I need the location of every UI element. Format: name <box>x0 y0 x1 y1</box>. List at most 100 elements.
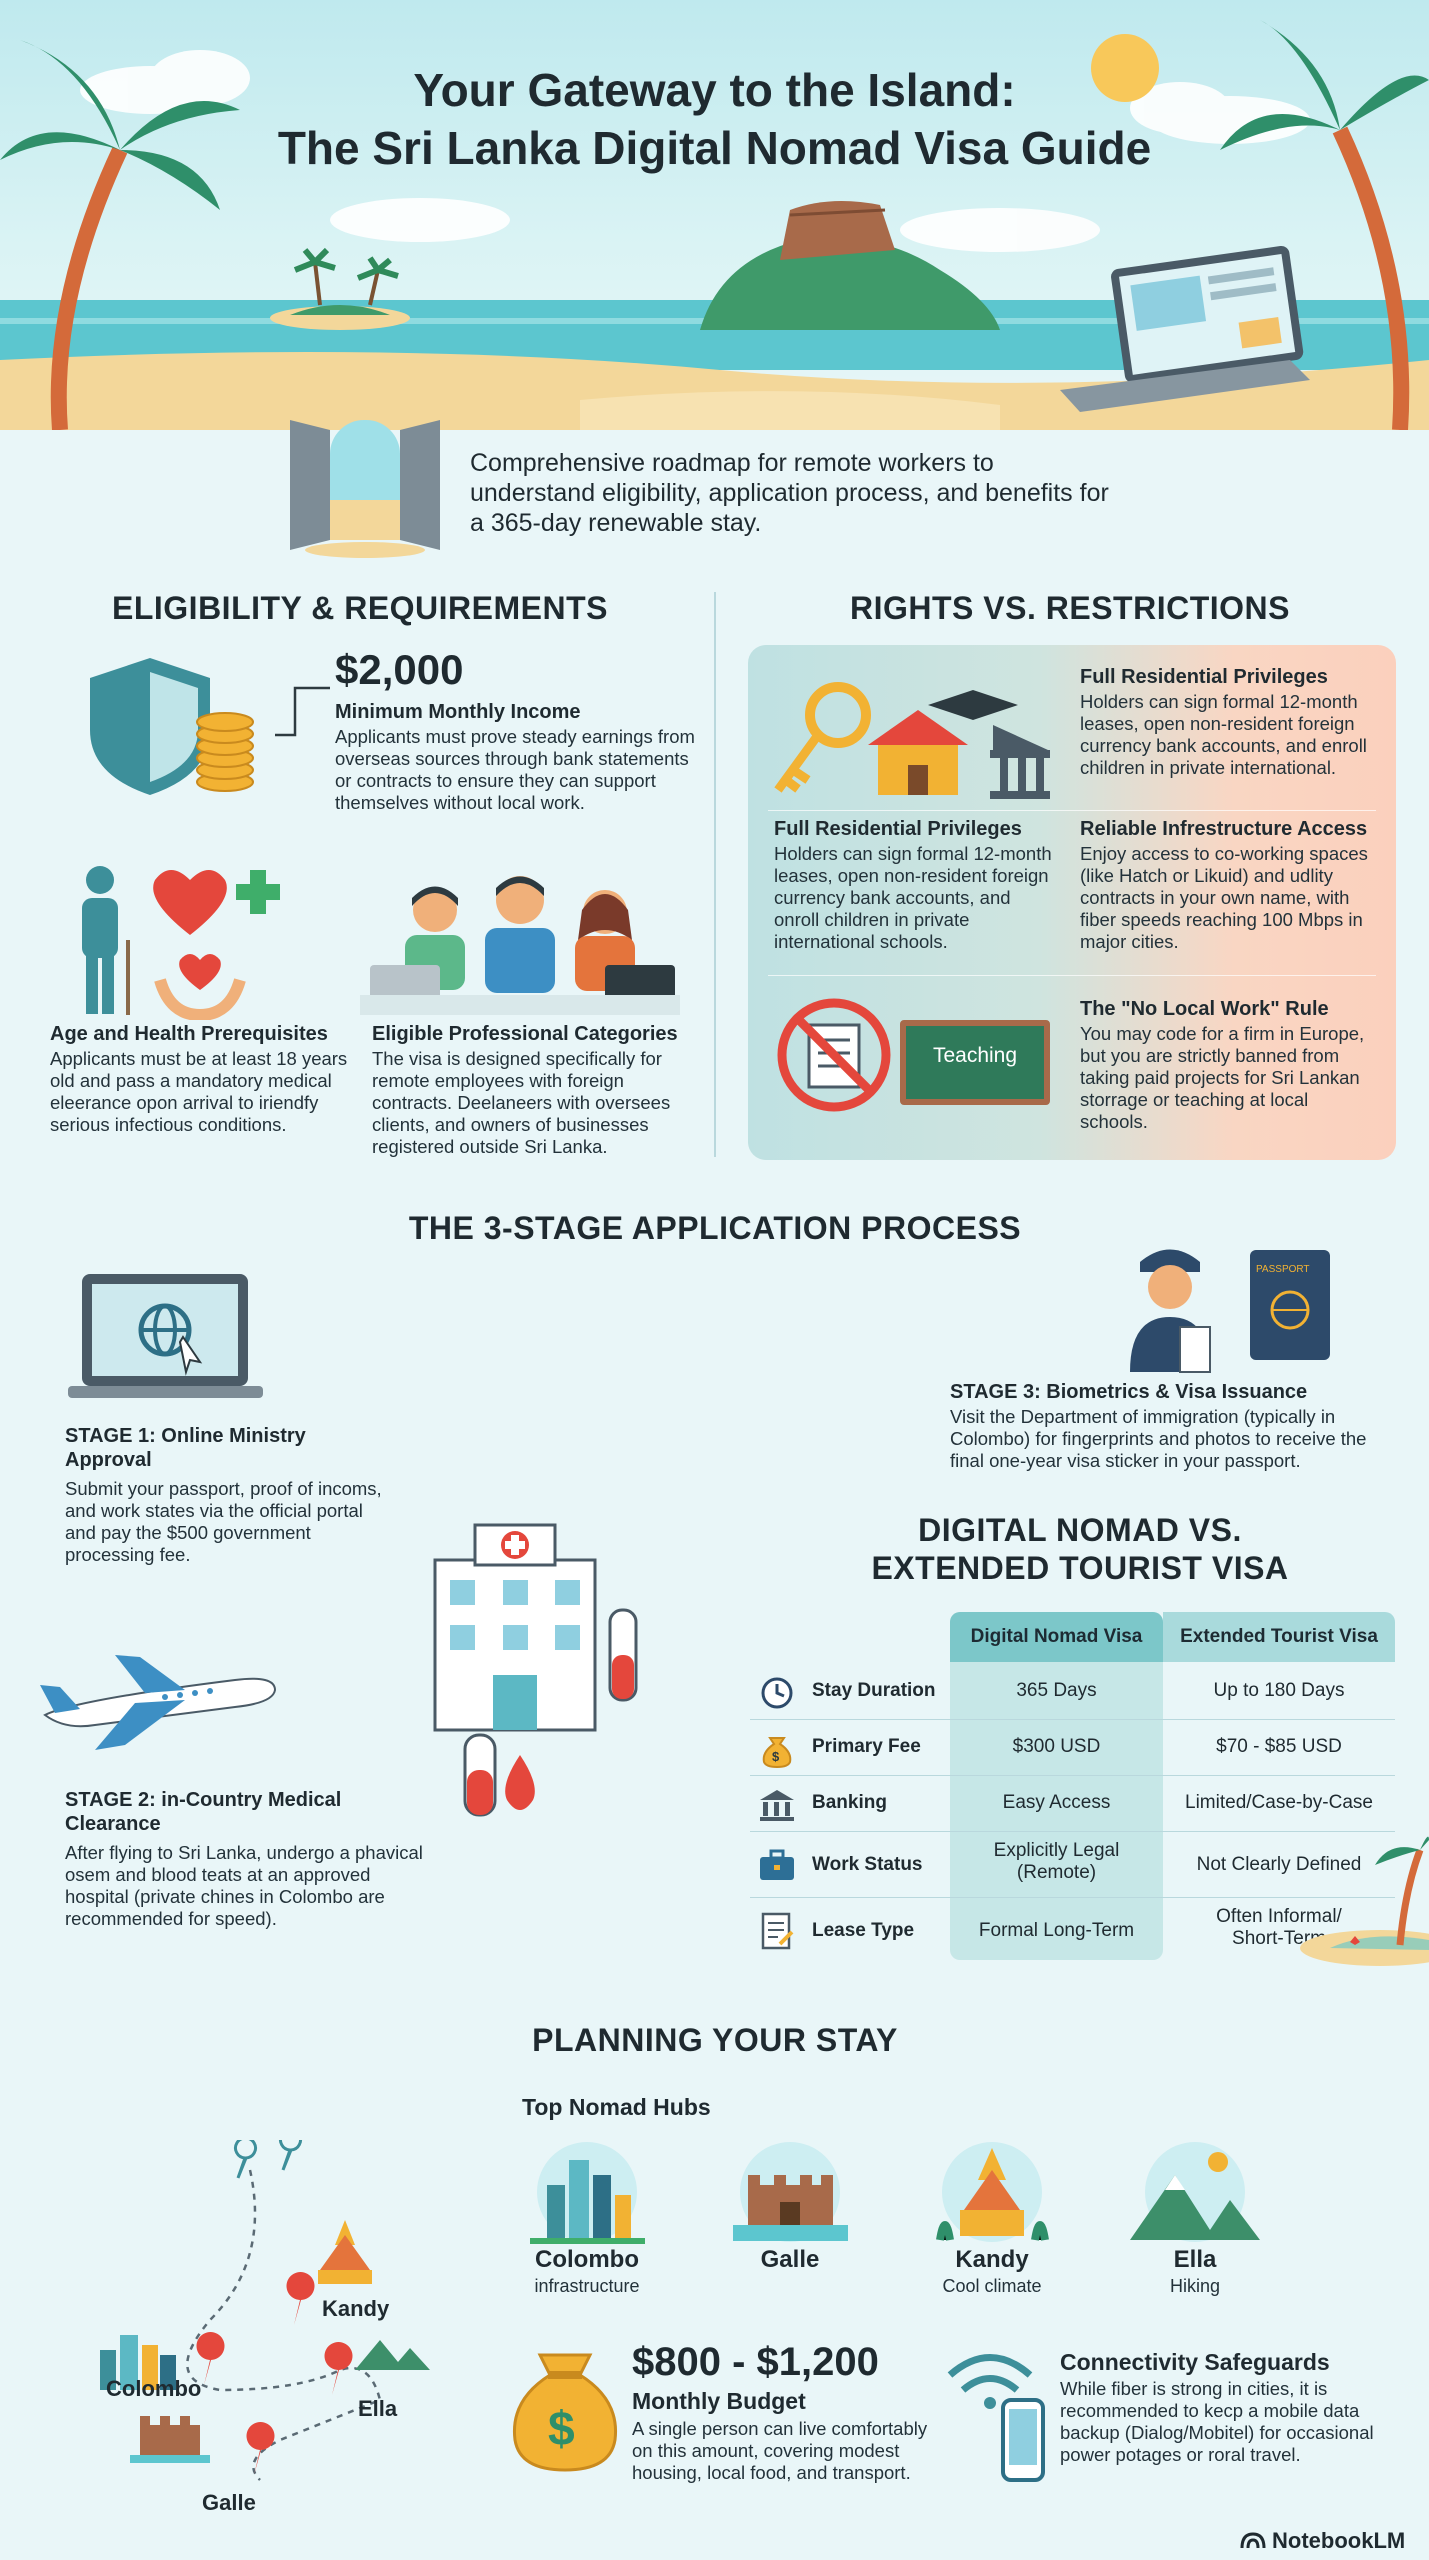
rights-box2-text: Holders can sign formal 12-month leases,… <box>774 843 1052 952</box>
intro-text: Comprehensive roadmap for remote workers… <box>470 449 1109 537</box>
income-text: Applicants must prove steady earnings fr… <box>335 726 695 813</box>
stage3-title: STAGE 3: Biometrics & Visa Issuance <box>950 1381 1308 1403</box>
comparison-title-line-1: DIGITAL NOMAD VS. <box>918 1512 1242 1548</box>
hero-banner <box>0 0 1429 430</box>
row-et-value: Up to 180 Days <box>1213 1680 1345 1701</box>
rights-box4-text: You may code for a firm in Europe, but y… <box>1080 1023 1365 1132</box>
section-divider <box>714 592 716 1157</box>
digital-nomad-column-bg <box>950 1612 1163 1960</box>
row-label: Work Status <box>812 1854 923 1875</box>
svg-text:$: $ <box>548 2403 575 2456</box>
budget-amount: $800 - $1,200 <box>632 2340 879 2384</box>
airplane-icon <box>40 1655 277 1750</box>
colombo-skyline-icon <box>530 2142 645 2244</box>
prof-text: The visa is designed specifically for re… <box>372 1048 671 1157</box>
hub-kandy-name: Kandy <box>955 2246 1029 2273</box>
wifi-phone-icon <box>947 2354 1045 2482</box>
hub-colombo-sub: infrastructure <box>534 2276 640 2296</box>
hub-kandy-sub: Cool climate <box>942 2276 1042 2296</box>
brand-name: NotebookLM <box>1272 2528 1406 2553</box>
galle-fort-icon <box>733 2142 848 2242</box>
comparison-col-extended-tourist: Extended Tourist Visa <box>1180 1626 1378 1647</box>
teaching-board-icon: Teaching <box>900 1020 1050 1105</box>
income-amount: $2,000 <box>335 646 464 693</box>
row-et-value: $70 - $85 USD <box>1216 1736 1342 1757</box>
notebooklm-logo-icon <box>1240 2532 1266 2549</box>
age-text: Applicants must be at least 18 years old… <box>50 1048 348 1135</box>
stage3-text: Visit the Department of immigration (typ… <box>950 1406 1367 1471</box>
rights-box1-text: Holders can sign formal 12-month leases,… <box>1080 691 1367 778</box>
laptop-globe-icon <box>68 1274 263 1398</box>
map-label-kandy: Kandy <box>322 2296 390 2321</box>
route-map <box>100 2140 430 2481</box>
svg-text:$: $ <box>772 1749 780 1764</box>
dn-header-bg <box>950 1612 1163 1662</box>
map-label-galle: Galle <box>202 2490 256 2515</box>
row-dn-value: Easy Access <box>1002 1792 1111 1813</box>
money-bag-icon: $ <box>512 2353 618 2472</box>
table-row: Work Status Explicitly Legal (Remote) No… <box>750 1832 1395 1898</box>
clock-icon <box>761 1677 793 1709</box>
hospital-icon <box>433 1523 638 1817</box>
ella-mountains-icon <box>1130 2142 1260 2242</box>
lease-document-icon <box>761 1912 794 1950</box>
connectivity-title: Connectivity Safeguards <box>1060 2349 1330 2375</box>
planning-title: PLANNING YOUR STAY <box>532 2022 898 2058</box>
kandy-temple-icon <box>936 2142 1049 2242</box>
money-bag-icon: $ <box>762 1737 792 1768</box>
row-label: Lease Type <box>812 1920 915 1941</box>
process-title: THE 3-STAGE APPLICATION PROCESS <box>408 1210 1022 1246</box>
officer-passport-icon: PASSPORT <box>1130 1249 1330 1373</box>
briefcase-icon <box>760 1849 794 1880</box>
teaching-board-label: Teaching <box>932 1044 1018 1067</box>
row-dn-value: Explicitly Legal (Remote) <box>993 1840 1120 1883</box>
beach-illustration <box>0 20 1429 430</box>
map-label-colombo: Colombo <box>106 2376 202 2401</box>
bank-icon <box>760 1790 794 1821</box>
budget-text: A single person can live comfortably on … <box>632 2418 928 2483</box>
page-title-line-1: Your Gateway to the Island: <box>413 64 1016 116</box>
row-et-value: Limited/Case-by-Case <box>1185 1792 1373 1813</box>
table-row: Banking Easy Access Limited/Case-by-Case <box>750 1776 1395 1832</box>
hub-galle-name: Galle <box>760 2246 820 2273</box>
professionals-icon <box>360 876 680 1015</box>
key-school-icon <box>774 682 1050 799</box>
open-door-icon <box>290 420 440 558</box>
rights-title: RIGHTS VS. RESTRICTIONS <box>850 590 1290 626</box>
rights-box3-title: Reliable Infrestructure Access <box>1080 818 1368 840</box>
sun-icon <box>1091 34 1159 102</box>
connectivity-text: While fiber is strong in cities, it is r… <box>1060 2378 1374 2465</box>
rights-panel: Full Residential Privileges Holders can … <box>748 645 1396 1160</box>
row-dn-value: 365 Days <box>1016 1680 1097 1701</box>
passport-label: PASSPORT <box>1256 1264 1310 1275</box>
table-row: Stay Duration 365 Days Up to 180 Days <box>750 1664 1395 1720</box>
stage2-title: STAGE 2: in-Country Medical Clearance <box>65 1789 342 1835</box>
row-label: Stay Duration <box>812 1680 936 1701</box>
stage1-text: Submit your passport, proof of incoms, a… <box>65 1478 382 1565</box>
notebooklm-brand: NotebookLM <box>1240 2528 1405 2554</box>
stage1-title: STAGE 1: Online Ministry Approval <box>65 1425 306 1471</box>
stage2-text: After flying to Sri Lanka, undergo a pha… <box>65 1842 423 1929</box>
hubs-title: Top Nomad Hubs <box>522 2094 711 2120</box>
hub-colombo-name: Colombo <box>535 2246 639 2273</box>
map-label-ella: Ella <box>358 2396 398 2421</box>
comparison-col-digital-nomad: Digital Nomad Visa <box>970 1626 1143 1647</box>
prof-title: Eligible Professional Categories <box>372 1023 678 1045</box>
table-row: Lease Type Formal Long-Term Often Inform… <box>750 1898 1395 1962</box>
island-decoration <box>1300 1836 1429 1966</box>
rights-box3-text: Enjoy access to co-working spaces (like … <box>1080 843 1368 952</box>
rights-box2-title: Full Residential Privileges <box>774 818 1022 840</box>
page-title-line-2: The Sri Lanka Digital Nomad Visa Guide <box>277 122 1152 174</box>
hub-ella-name: Ella <box>1173 2246 1217 2273</box>
comparison-title-line-2: EXTENDED TOURIST VISA <box>871 1550 1289 1586</box>
table-row: $ Primary Fee $300 USD $70 - $85 USD <box>750 1720 1395 1776</box>
eligibility-title: ELIGIBILITY & REQUIREMENTS <box>112 590 608 626</box>
budget-label: Monthly Budget <box>632 2388 806 2414</box>
income-label: Minimum Monthly Income <box>335 701 581 723</box>
shield-coins-icon <box>90 658 254 795</box>
row-dn-value: Formal Long-Term <box>978 1920 1135 1941</box>
health-icon <box>82 866 280 1020</box>
row-dn-value: $300 USD <box>1012 1736 1101 1757</box>
connector-line <box>275 686 330 737</box>
et-header-bg <box>1163 1612 1395 1662</box>
